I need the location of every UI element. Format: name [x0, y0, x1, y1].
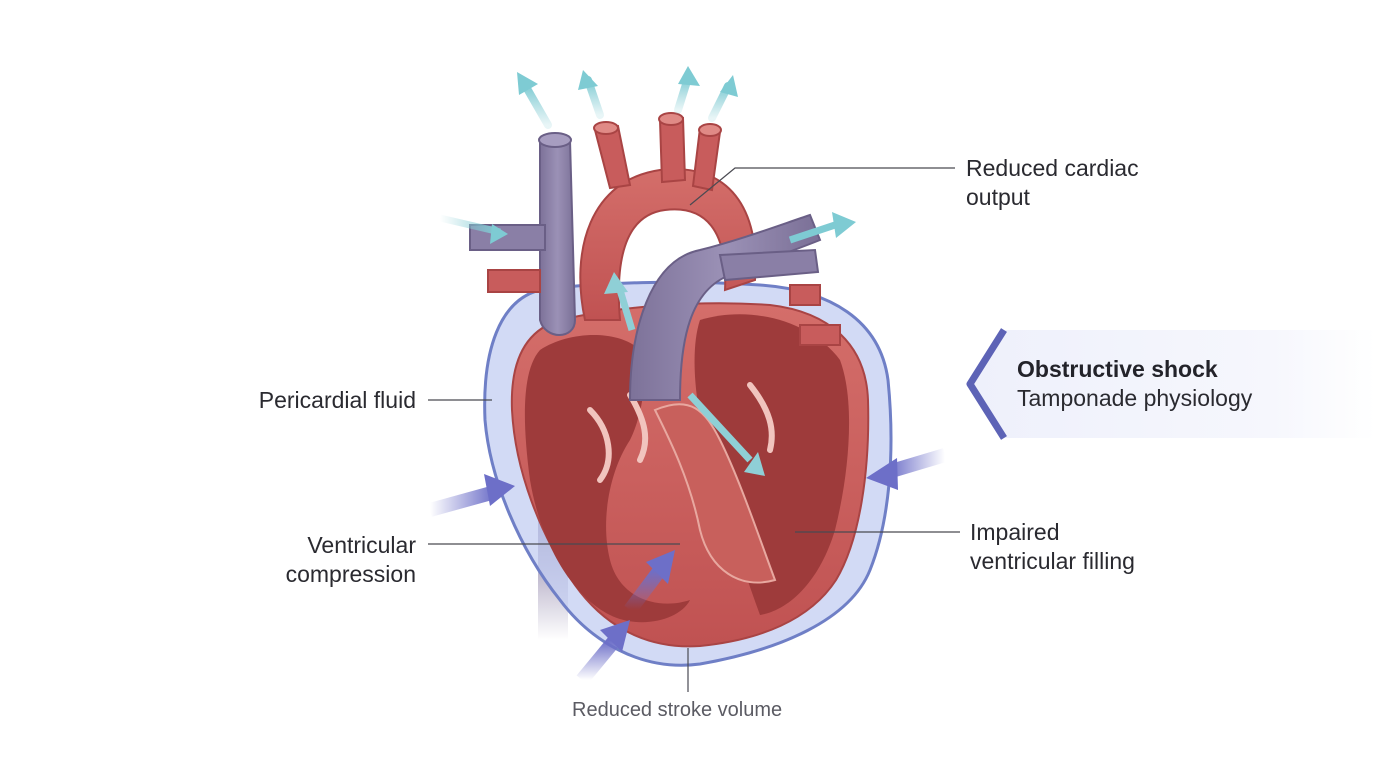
callout-chevron	[966, 328, 1376, 440]
label-impaired-ventricular-filling: Impaired ventricular filling	[970, 519, 1135, 574]
interventricular-septum	[653, 403, 777, 584]
callout-title: Obstructive shock	[1017, 356, 1218, 382]
label-reduced-stroke-volume: Reduced stroke volume	[572, 699, 783, 721]
compression-arrows	[428, 448, 948, 685]
label-pericardial-fluid: Pericardial fluid	[258, 387, 416, 413]
pulmonary-artery	[628, 213, 822, 401]
right-ventricle-chamber	[524, 335, 690, 623]
label-ventricular-compression: Ventricular compression	[285, 532, 416, 587]
left-ventricle-chamber	[694, 314, 850, 615]
label-reduced-cardiac-output: Reduced cardiac output	[966, 155, 1139, 210]
superior-vena-cava	[539, 139, 577, 336]
obstructive-shock-callout: Obstructive shock Tamponade physiology	[960, 328, 1376, 440]
callout-subtitle: Tamponade physiology	[1017, 385, 1253, 411]
valve-leaflets	[587, 382, 775, 483]
leader-lines	[428, 167, 960, 692]
